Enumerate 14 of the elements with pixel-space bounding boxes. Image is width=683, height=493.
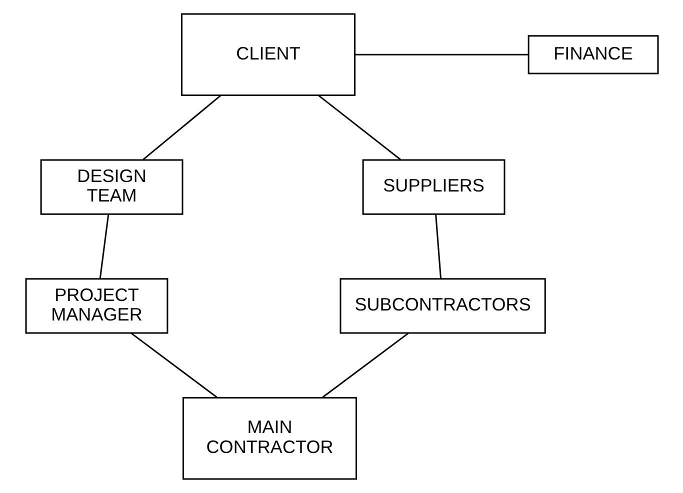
node-box: SUBCONTRACTORS [339,278,546,334]
connector [434,214,442,279]
connector [354,54,528,56]
connector [322,332,408,398]
node-box: FINANCE [527,35,658,74]
connector [98,214,109,279]
node-box: SUPPLIERS [362,159,505,215]
node-box: PROJECT MANAGER [24,278,168,334]
connector [317,94,401,160]
node-box: MAIN CONTRACTOR [182,396,357,480]
connector [142,94,221,160]
node-box: DESIGN TEAM [40,159,183,215]
node-box: CLIENT [180,13,356,96]
connector [130,332,217,398]
